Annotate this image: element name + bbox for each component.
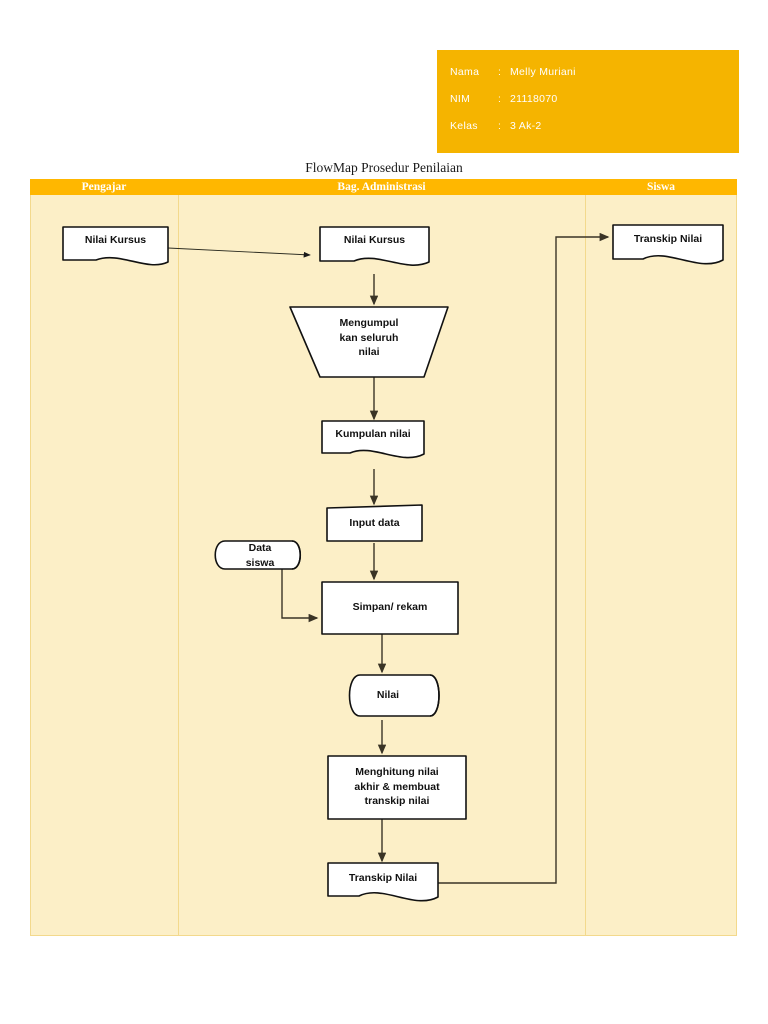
student-info-value-nim: 21118070 xyxy=(510,93,558,105)
student-info-row-kelas: Kelas:3 Ak-2 xyxy=(450,120,542,132)
shape-nilai-kursus-pengajar xyxy=(62,226,169,266)
shape-data-siswa xyxy=(214,540,302,570)
flowmap-swimlane-diagram: Pengajar Bag. Administrasi Siswa xyxy=(30,179,737,936)
lane-header-bag-administrasi: Bag. Administrasi xyxy=(337,181,426,193)
connector-data-siswa-to-simpan-rekam xyxy=(281,569,319,623)
student-info-separator-kelas: : xyxy=(498,120,502,132)
lane-header-siswa: Siswa xyxy=(646,181,676,193)
lane-divider-pengajar-administrasi xyxy=(178,195,179,936)
student-info-label-kelas: Kelas xyxy=(450,120,478,132)
shape-transkip-nilai-siswa xyxy=(612,224,724,265)
shape-transkip-nilai-admin xyxy=(327,862,439,902)
diagram-title: FlowMap Prosedur Penilaian xyxy=(305,160,463,175)
shape-nilai-kursus-admin xyxy=(319,226,430,266)
shape-menghitung-nilai xyxy=(327,755,467,820)
shape-nilai-db-cap xyxy=(429,674,440,717)
lane-header-pengajar: Pengajar xyxy=(81,181,127,193)
shape-mengumpulkan-nilai xyxy=(289,306,449,378)
student-info-label-nim: NIM xyxy=(450,93,471,105)
shape-simpan-rekam xyxy=(321,581,459,635)
flowchart-shape-layer: Nilai Kursus Nilai Kursus Mengumpul kan … xyxy=(30,179,737,936)
student-info-separator-nama: : xyxy=(498,66,502,78)
student-info-separator-nim: : xyxy=(498,93,502,105)
shape-kumpulan-nilai xyxy=(321,420,425,459)
lane-divider-administrasi-siswa xyxy=(585,195,586,936)
connector-nilai-kursus-pengajar-to-admin xyxy=(167,247,311,258)
student-info-row-nim: NIM:21118070 xyxy=(450,93,558,105)
student-info-value-nama: Melly Muriani xyxy=(510,66,576,78)
shape-data-siswa-cap xyxy=(291,540,302,570)
swimlane-header-band xyxy=(30,179,737,195)
student-info-row-nama: Nama: Melly Muriani xyxy=(450,66,576,78)
shape-input-data xyxy=(326,504,423,542)
student-info-box: Nama:Melly Muriani NIM:21118070 Kelas:3 … xyxy=(437,50,739,153)
student-info-value-kelas: 3 Ak-2 xyxy=(510,120,542,132)
connector-transkip-admin-to-transkip-siswa xyxy=(438,232,610,884)
student-info-label-nama: Nama xyxy=(450,66,480,78)
shape-nilai-db xyxy=(348,674,440,717)
